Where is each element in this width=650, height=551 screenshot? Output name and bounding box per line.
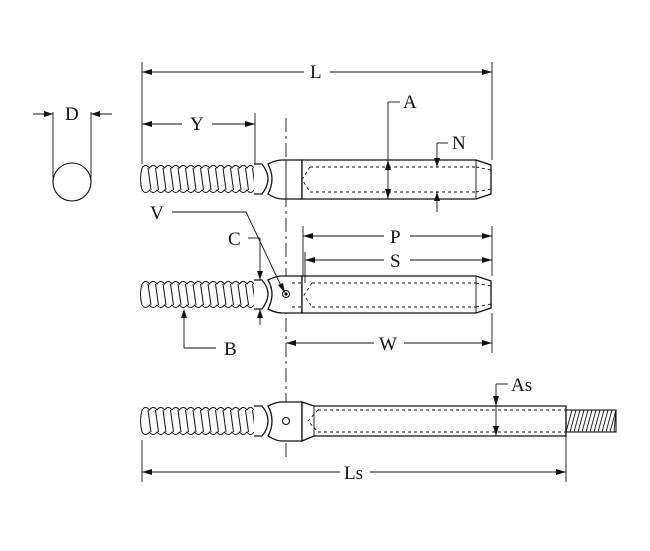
- thread-crest-line: [245, 283, 249, 306]
- thread-crest-line: [230, 283, 234, 306]
- dim-Ls: Ls: [141, 436, 567, 484]
- label-Y: Y: [190, 114, 204, 135]
- cable-strand-line: [565, 409, 573, 433]
- thread-crest-line: [207, 283, 212, 306]
- cable-strand-line: [569, 409, 577, 433]
- top-view-fitting: [140, 159, 492, 200]
- thread-crest-line: [200, 409, 204, 433]
- label-S: S: [390, 251, 401, 272]
- dim-P: P: [302, 226, 493, 276]
- thread-crest-line: [200, 283, 204, 306]
- thread-crest-line: [192, 409, 197, 433]
- dim-L: L: [141, 62, 493, 164]
- cable-strand-line: [593, 409, 601, 433]
- dim-As: As: [493, 375, 532, 436]
- label-B: B: [224, 339, 237, 360]
- cable-strand-line: [597, 409, 605, 433]
- thread-crest-line: [155, 409, 159, 433]
- thread-top-edge: [141, 165, 255, 169]
- dim-C: C: [228, 229, 263, 325]
- cable-strand-line: [589, 409, 597, 433]
- cable-strand-line: [605, 409, 613, 433]
- thread-crest-line: [170, 409, 174, 433]
- thread-crest-line: [155, 167, 159, 191]
- section-circle: [52, 162, 92, 202]
- thread-crest-line: [230, 409, 234, 433]
- label-As: As: [511, 375, 532, 396]
- thread-crest-line: [230, 167, 234, 191]
- dim-N: N: [434, 133, 466, 212]
- thread-crest-line: [185, 283, 189, 306]
- thread-crest-line: [245, 167, 249, 191]
- cable-strand-line: [609, 409, 617, 433]
- cable-strand-line: [573, 409, 581, 433]
- dim-W: W: [286, 313, 493, 355]
- label-V: V: [150, 203, 164, 224]
- thread-crest-line: [200, 167, 204, 191]
- label-L: L: [310, 62, 322, 83]
- thread-end: [140, 409, 143, 433]
- thread-crest-line: [177, 283, 182, 306]
- cable-strand-line: [613, 409, 617, 433]
- thread-bottom-edge: [141, 304, 255, 308]
- thread-crest-line: [147, 283, 152, 306]
- thread-end: [140, 283, 143, 306]
- thread-crest-line: [245, 409, 249, 433]
- thread-crest-line: [170, 167, 174, 191]
- dim-Y: Y: [142, 113, 256, 164]
- thread-crest-line: [185, 409, 189, 433]
- thread-crest-line: [237, 283, 242, 306]
- thread-bottom-edge: [141, 431, 255, 435]
- label-D: D: [65, 104, 79, 125]
- dim-V: V: [150, 203, 285, 293]
- label-W: W: [379, 334, 397, 355]
- thread-end: [140, 167, 143, 191]
- thread-crest-line: [222, 167, 227, 191]
- thread-top-edge: [141, 281, 255, 285]
- cable-strand-line: [585, 409, 593, 433]
- thread-crest-line: [170, 283, 174, 306]
- thread-crest-line: [185, 167, 189, 191]
- bottom-view-assembly: [140, 401, 617, 442]
- diameter-detail: D: [33, 104, 112, 202]
- thread-crest-line: [162, 409, 167, 433]
- thread-crest-line: [192, 167, 197, 191]
- thread-crest-line: [237, 409, 242, 433]
- thread-crest-line: [192, 283, 197, 306]
- thread-crest-line: [222, 409, 227, 433]
- cable-strand-line: [577, 409, 585, 433]
- thread-crest-line: [207, 409, 212, 433]
- cable-strand-line: [601, 409, 609, 433]
- thread-crest-line: [155, 283, 159, 306]
- thread-crest-line: [162, 283, 167, 306]
- label-P: P: [390, 227, 401, 248]
- dim-B: B: [181, 309, 237, 360]
- thread-crest-line: [237, 167, 242, 191]
- thread-crest-line: [177, 167, 182, 191]
- thread-crest-line: [215, 409, 219, 433]
- thread-crest-line: [207, 167, 212, 191]
- dim-A: A: [385, 92, 417, 199]
- label-Ls: Ls: [344, 463, 363, 484]
- thread-crest-line: [147, 167, 152, 191]
- thread-crest-line: [222, 283, 227, 306]
- label-A: A: [403, 92, 417, 113]
- middle-view-fitting: [140, 275, 492, 314]
- thread-top-edge: [141, 407, 255, 411]
- thread-crest-line: [215, 167, 219, 191]
- label-C: C: [228, 229, 241, 250]
- thread-crest-line: [215, 283, 219, 306]
- cable-strand-line: [581, 409, 589, 433]
- dim-S: S: [304, 251, 492, 283]
- label-N: N: [452, 133, 466, 154]
- thread-bottom-edge: [141, 189, 255, 193]
- thread-crest-line: [162, 167, 167, 191]
- thread-crest-line: [147, 409, 152, 433]
- thread-crest-line: [177, 409, 182, 433]
